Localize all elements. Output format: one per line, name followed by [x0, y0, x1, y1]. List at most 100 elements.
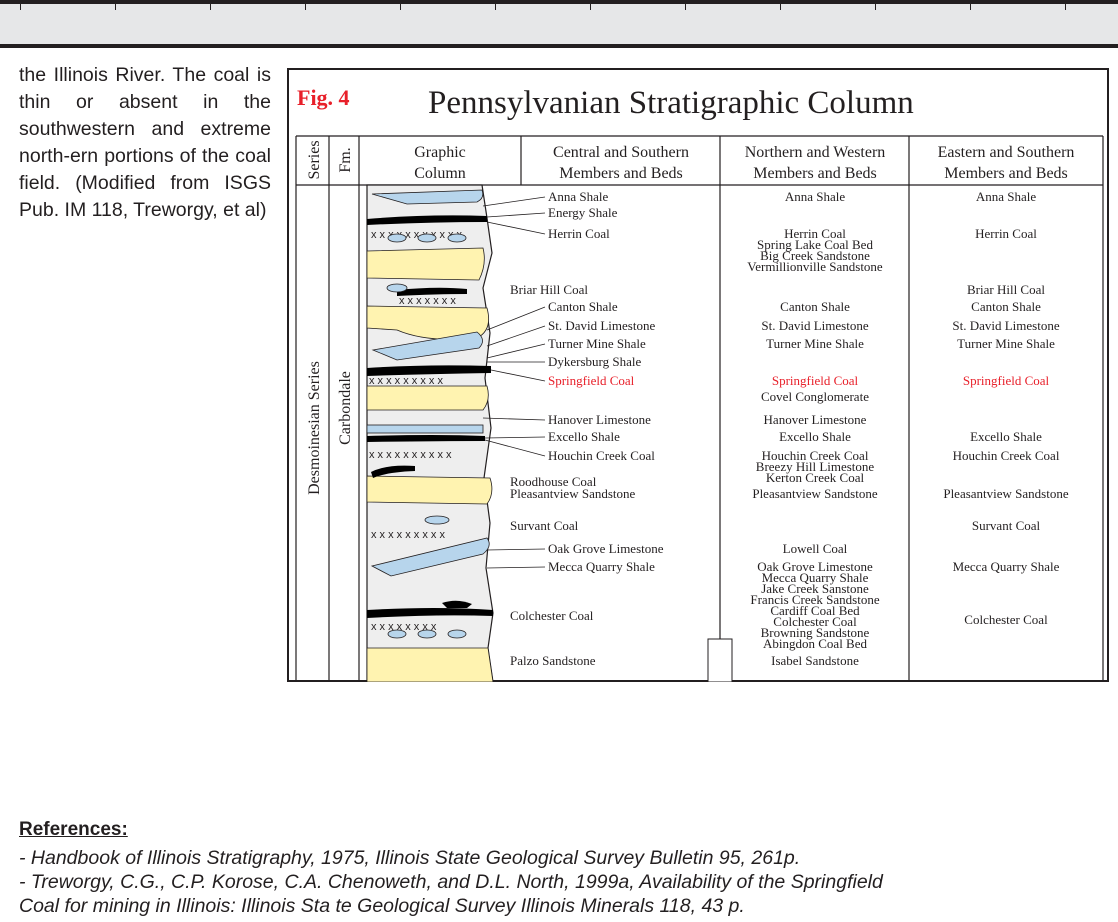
header-central-1: Central and Southern — [553, 144, 689, 161]
banner-tick — [780, 4, 781, 10]
header-eastern-1: Eastern and Southern — [938, 144, 1075, 161]
svg-text:x x x x x x x: x x x x x x x — [399, 295, 456, 307]
eastern-member-label: Briar Hill Coal — [967, 282, 1045, 297]
concretions — [386, 233, 467, 639]
central-member-label: Colchester Coal — [510, 608, 594, 623]
eastern-member-label: St. David Limestone — [952, 318, 1059, 333]
reference-item: - Handbook of Illinois Stratigraphy, 197… — [19, 847, 801, 869]
limestone-layer — [366, 424, 484, 434]
stratigraphic-column-svg: Fig. 4 Pennsylvanian Stratigraphic Colum… — [287, 68, 1109, 682]
northern-member-label: St. David Limestone — [761, 318, 868, 333]
graphic-column: x x x x x x x x x x x x x x x x x x x x … — [366, 184, 733, 682]
banner-tick — [495, 4, 496, 10]
eastern-member-label: Turner Mine Shale — [957, 336, 1055, 351]
header-formation: Fm. — [337, 147, 354, 172]
northern-member-label: Turner Mine Shale — [766, 336, 864, 351]
leader-line — [486, 325, 546, 347]
limestone-layer — [371, 189, 484, 205]
eastern-member-label: Springfield Coal — [963, 373, 1050, 388]
eastern-member-label: Anna Shale — [976, 189, 1037, 204]
central-member-label: Canton Shale — [548, 299, 618, 314]
northern-member-label: Francis Creek Sandstone — [750, 592, 879, 607]
sandstone-layer — [366, 385, 489, 411]
central-member-label: St. David Limestone — [548, 318, 655, 333]
leader-line — [490, 369, 546, 382]
leader-line — [484, 439, 546, 457]
coal-layer — [367, 215, 487, 225]
banner-tick — [1065, 4, 1066, 10]
banner-tick — [875, 4, 876, 10]
eastern-member-label: Excello Shale — [970, 429, 1042, 444]
header-eastern-2: Members and Beds — [944, 165, 1068, 182]
references-heading: References: — [19, 819, 128, 840]
stratigraphic-figure: Fig. 4 Pennsylvanian Stratigraphic Colum… — [287, 68, 1109, 682]
northern-member-label: Jake Creek Sanstone — [761, 581, 869, 596]
underclay-marks: x x x x x x x x x x x x x x x x x x x x … — [369, 229, 463, 633]
formation-name: Carbondale — [337, 371, 354, 445]
leader-line — [486, 343, 546, 359]
sandstone-layer — [366, 247, 485, 281]
series-name: Desmoinesian Series — [306, 361, 323, 495]
northern-member-label: Herrin Coal — [784, 226, 846, 241]
northern-member-label: Hanover Limestone — [764, 412, 867, 427]
svg-text:x x x x x x x x x: x x x x x x x x x — [369, 375, 443, 387]
northern-member-label: Kerton Creek Coal — [766, 470, 865, 485]
central-member-label: Roodhouse Coal — [510, 474, 597, 489]
eastern-member-label: Herrin Coal — [975, 226, 1037, 241]
central-member-label: Turner Mine Shale — [548, 336, 646, 351]
svg-text:x x x x x x x x: x x x x x x x x — [371, 621, 437, 633]
central-member-label: Oak Grove Limestone — [548, 541, 664, 556]
fig-label: Fig. 4 — [297, 85, 350, 110]
coal-layer — [442, 600, 472, 608]
northern-member-label: Springfield Coal — [772, 373, 859, 388]
leader-line — [486, 548, 546, 551]
central-member-label: Briar Hill Coal — [510, 282, 588, 297]
banner-tick — [970, 4, 971, 10]
central-member-label: Survant Coal — [510, 518, 579, 533]
limestone-layer — [370, 537, 490, 577]
central-member-label: Hanover Limestone — [548, 412, 651, 427]
header-northern-2: Members and Beds — [753, 165, 877, 182]
reference-item: Coal for mining in Illinois: Illinois St… — [19, 895, 745, 917]
leader-line — [482, 417, 546, 421]
header-graphic-2: Column — [414, 165, 466, 182]
northern-member-label: Colchester Coal — [773, 614, 857, 629]
banner-tick — [305, 4, 306, 10]
leader-line — [486, 212, 546, 218]
northern-member-label: Mecca Quarry Shale — [762, 570, 869, 585]
central-member-label: Houchin Creek Coal — [548, 448, 655, 463]
sandstone-layer — [366, 647, 494, 682]
coal-layer — [371, 465, 415, 478]
eastern-member-label: Survant Coal — [972, 518, 1041, 533]
central-member-label: Herrin Coal — [548, 226, 610, 241]
header-graphic-1: Graphic — [414, 144, 466, 161]
leader-line — [482, 196, 546, 207]
top-banner — [0, 0, 1118, 48]
banner-tick — [115, 4, 116, 10]
figure-title: Pennsylvanian Stratigraphic Column — [428, 85, 914, 121]
leader-lines — [482, 196, 546, 569]
northern-member-label: Covel Conglomerate — [761, 389, 869, 404]
eastern-member-label: Canton Shale — [971, 299, 1041, 314]
eastern-member-label: Pleasantview Sandstone — [943, 486, 1069, 501]
coal-layer — [367, 365, 491, 376]
northern-member-label: Spring Lake Coal Bed — [757, 237, 873, 252]
northern-member-label: Breezy Hill Limestone — [756, 459, 875, 474]
header-central-2: Members and Beds — [559, 165, 683, 182]
central-member-label: Springfield Coal — [548, 373, 635, 388]
central-member-label: Energy Shale — [548, 205, 618, 220]
northern-member-label: Anna Shale — [785, 189, 846, 204]
central-member-label: Pleasantview Sandstone — [510, 486, 636, 501]
northern-member-label: Big Creek Sandstone — [760, 248, 870, 263]
sandstone-layer — [366, 475, 493, 505]
header-northern-1: Northern and Western — [745, 144, 886, 161]
central-member-label: Palzo Sandstone — [510, 653, 596, 668]
intro-paragraph: the Illinois River. The coal is thin or … — [19, 64, 271, 221]
limestone-layer — [371, 331, 483, 361]
banner-tick — [400, 4, 401, 10]
banner-tick — [210, 4, 211, 10]
leader-line — [486, 566, 546, 569]
